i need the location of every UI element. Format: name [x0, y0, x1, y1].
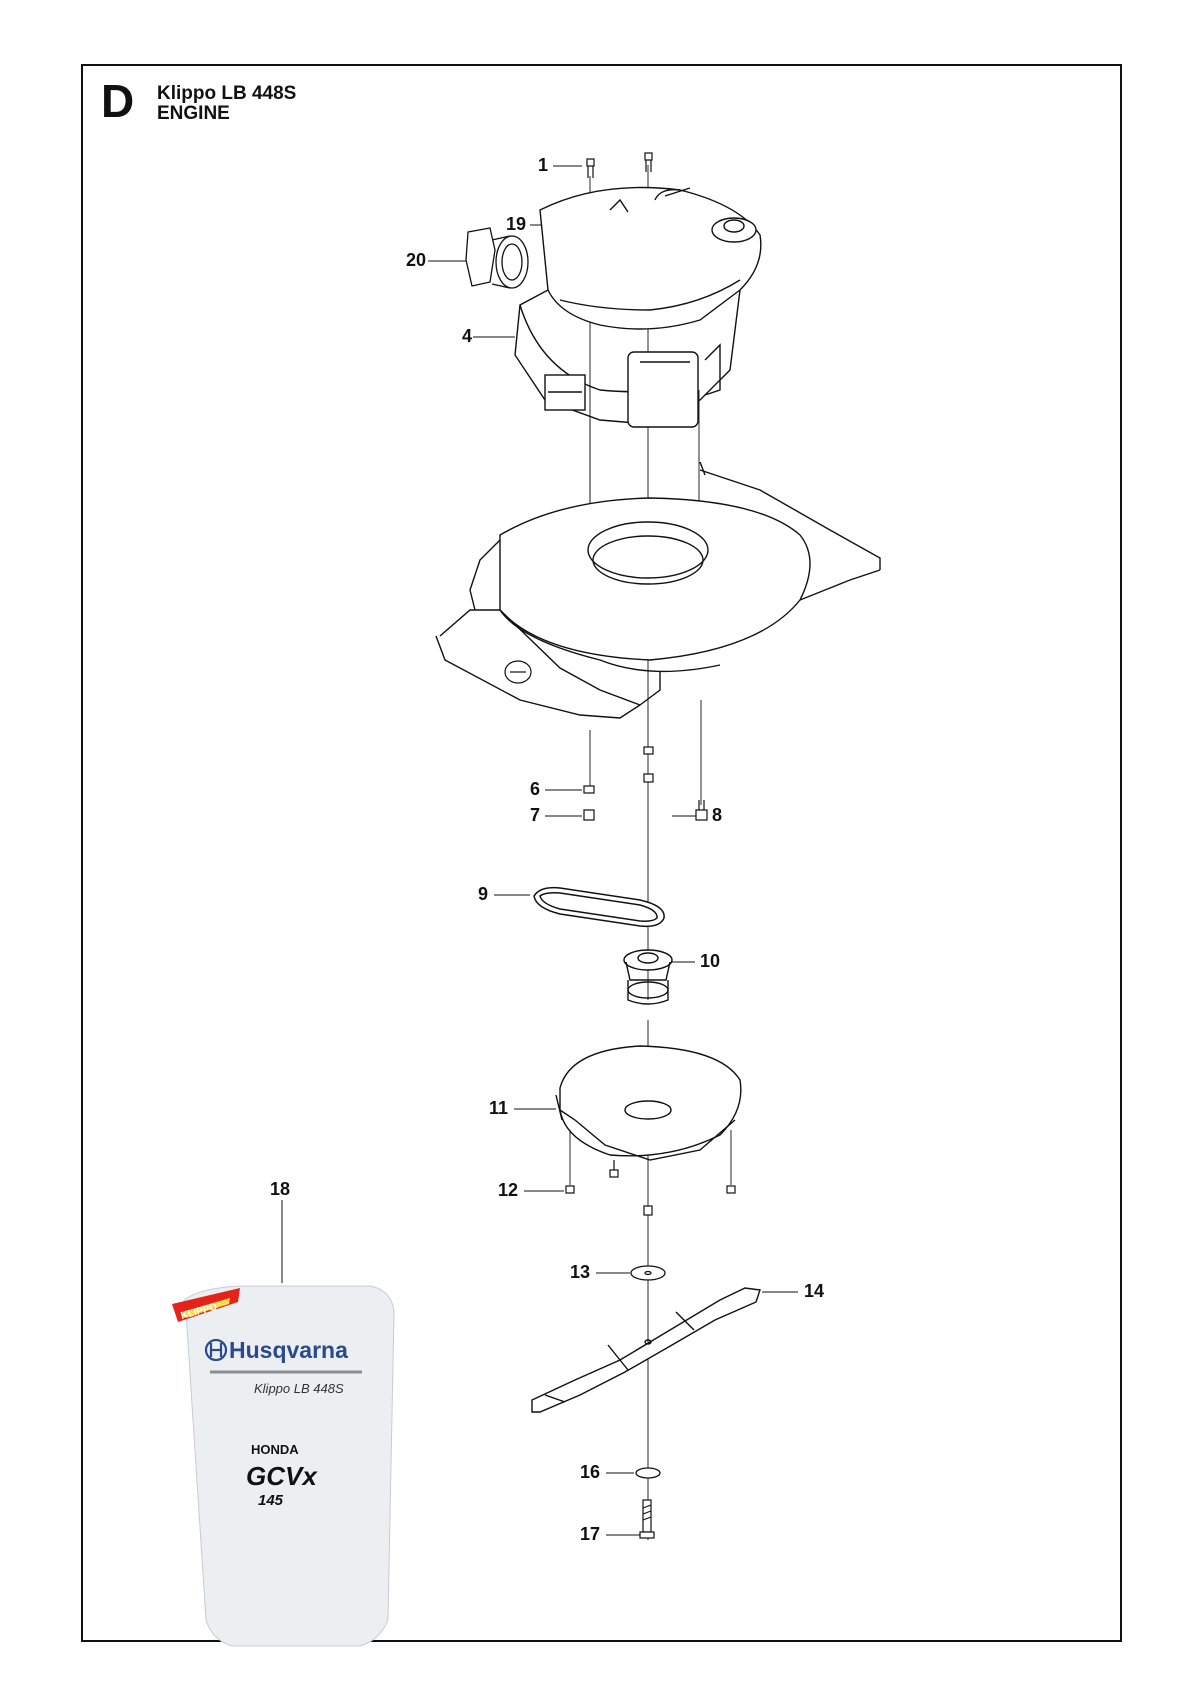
callout-9: 9 — [477, 884, 488, 904]
blade-carrier-11 — [555, 1045, 742, 1161]
callout-7: 7 — [529, 805, 540, 825]
washer-16 — [635, 1467, 661, 1479]
axis-nuts — [643, 746, 654, 783]
section-letter: D — [101, 75, 135, 127]
deck-logo — [504, 660, 532, 684]
callout-14: 14 — [804, 1281, 825, 1301]
callout-1: 1 — [537, 155, 548, 175]
decal-18 — [183, 1285, 395, 1647]
decal-model-text: Klippo LB 448S — [254, 1381, 344, 1396]
model-title: Klippo LB 448S — [157, 83, 297, 104]
blade-14 — [531, 1287, 761, 1413]
decal-brand-text: Husqvarna — [229, 1337, 348, 1363]
leader-lines — [281, 165, 798, 1536]
nut-6 — [583, 785, 595, 794]
group-title: ENGINE — [157, 103, 230, 124]
decal-engine-series: GCVx — [246, 1461, 318, 1491]
callout-11: 11 — [488, 1098, 508, 1118]
screws-12 — [565, 1160, 736, 1194]
nut-7 — [583, 809, 595, 821]
pulley-10 — [623, 949, 673, 1005]
engine-4 — [514, 186, 762, 428]
callout-10: 10 — [700, 951, 721, 971]
page-frame — [81, 64, 1122, 1642]
callout-8: 8 — [712, 805, 723, 825]
callout-19: 19 — [505, 214, 526, 234]
callout-17: 17 — [579, 1524, 600, 1544]
callout-16: 16 — [579, 1462, 600, 1482]
decal-engine-make: HONDA — [251, 1442, 299, 1457]
bolt-1 — [586, 152, 653, 178]
decal-engine-size: 145 — [258, 1492, 284, 1509]
axis-pin — [643, 1205, 653, 1216]
callout-20: 20 — [405, 250, 426, 270]
callout-4: 4 — [461, 326, 472, 346]
callout-12: 12 — [497, 1180, 518, 1200]
washer-13 — [630, 1265, 666, 1281]
belt-9 — [533, 886, 665, 928]
bolt-17 — [639, 1499, 655, 1539]
callout-13: 13 — [569, 1262, 590, 1282]
callout-6: 6 — [529, 779, 540, 799]
mower-deck — [435, 461, 881, 719]
husqvarna-logo-icon — [204, 1338, 228, 1362]
part-20-fitting — [465, 227, 529, 289]
bolt-8 — [695, 800, 708, 821]
klippo-badge — [172, 1288, 240, 1322]
callout-18: 18 — [270, 1179, 291, 1199]
